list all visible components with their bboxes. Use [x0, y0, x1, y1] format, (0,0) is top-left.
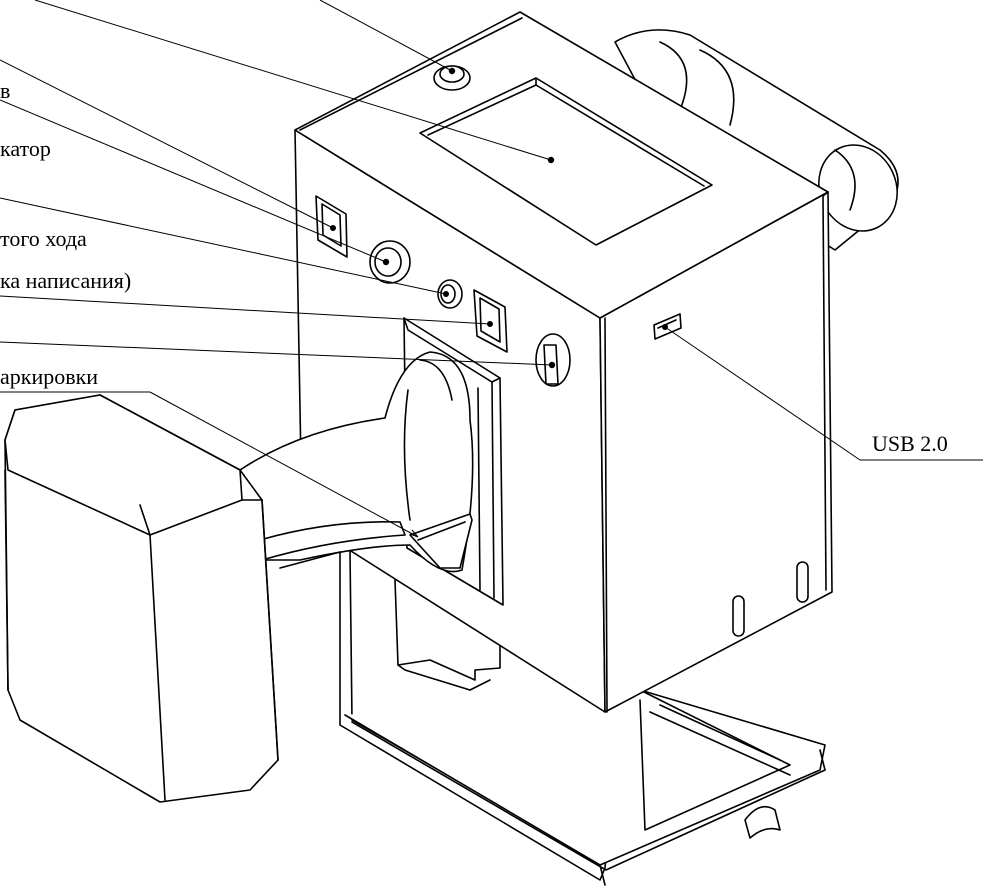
display-screen: [419, 77, 713, 246]
print-head: [239, 351, 474, 573]
top-button: [433, 65, 471, 91]
label-usb: USB 2.0: [872, 431, 948, 456]
label-fragment-v: в: [0, 78, 10, 103]
leader-lines: [0, 0, 983, 538]
round-knob: [369, 240, 411, 284]
front-block: [4, 394, 279, 803]
indicator-lamp: [437, 279, 463, 309]
vent-slots: [732, 561, 809, 637]
labels: в катор того хода ка написания) аркировк…: [0, 78, 948, 456]
label-marking: аркировки: [0, 364, 98, 389]
power-switch: [315, 195, 348, 258]
label-indicator: катор: [0, 136, 51, 161]
start-switch: [473, 289, 508, 353]
rotary-selector: [535, 333, 571, 387]
label-writing: ка написания): [0, 268, 131, 293]
label-stroke: того хода: [0, 226, 87, 251]
